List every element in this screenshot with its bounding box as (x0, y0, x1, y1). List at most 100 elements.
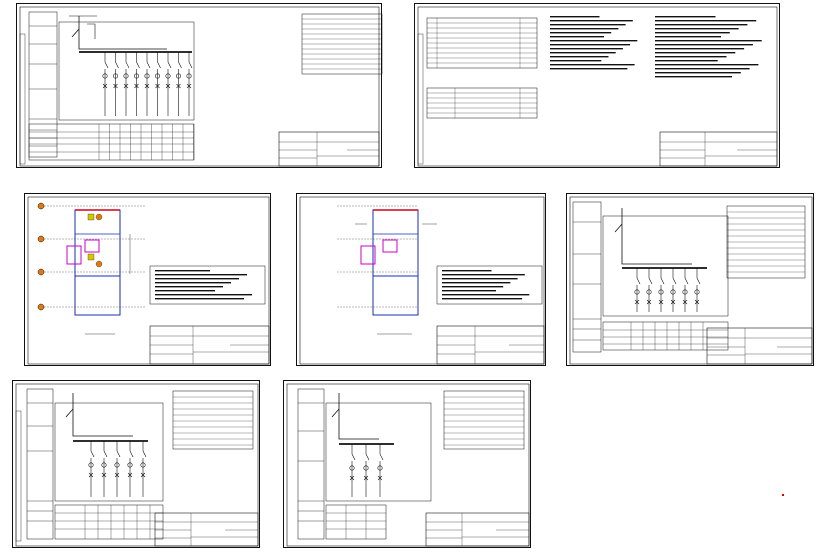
breaker-symbol (636, 277, 641, 285)
fuse-symbol (349, 475, 355, 481)
text-line (550, 32, 612, 34)
text-line (550, 60, 602, 62)
text-line (655, 64, 759, 66)
text-line (655, 60, 718, 62)
text-line (655, 36, 721, 38)
text-line (655, 48, 745, 50)
fuse-symbol (670, 299, 676, 305)
drawing-sheet-5[interactable] (566, 193, 814, 366)
meter-symbol (134, 73, 140, 79)
text-line (550, 64, 635, 66)
text-line (655, 52, 736, 54)
meter-symbol (634, 289, 640, 295)
sheet-2-drawing (417, 6, 778, 167)
drawing-sheet-4[interactable] (296, 193, 546, 366)
meter-symbol (114, 462, 120, 468)
text-line (442, 294, 530, 296)
fuse-symbol (377, 475, 383, 481)
sheet-1-drawing (19, 6, 383, 167)
text-line (550, 44, 631, 46)
meter-symbol (694, 289, 700, 295)
drawing-sheet-2[interactable] (414, 3, 780, 168)
text-line (442, 286, 504, 288)
meter-symbol (144, 73, 150, 79)
fuse-symbol (144, 83, 150, 89)
fuse-symbol (694, 299, 700, 305)
breaker-symbol (136, 61, 140, 69)
fuse-symbol (140, 472, 146, 478)
breaker-symbol (365, 453, 370, 461)
fuse-symbol (634, 299, 640, 305)
text-line (655, 44, 753, 46)
fuse-symbol (127, 472, 133, 478)
breaker-symbol (142, 450, 147, 458)
text-line (155, 286, 223, 288)
meter-symbol (102, 73, 108, 79)
breaker-symbol (696, 277, 701, 285)
meter-symbol (101, 462, 107, 468)
breaker-symbol (351, 453, 356, 461)
text-line (655, 56, 727, 58)
text-line (655, 68, 750, 70)
breaker-symbol (188, 61, 193, 69)
breaker-symbol (178, 61, 182, 69)
text-line (550, 40, 638, 42)
fuse-symbol (101, 472, 107, 478)
text-line (442, 290, 496, 292)
meter-symbol (113, 73, 119, 79)
text-line (442, 274, 525, 276)
text-line (442, 278, 518, 280)
meter-symbol (363, 465, 369, 471)
text-line (550, 48, 623, 50)
text-line (442, 270, 492, 272)
meter-symbol (658, 289, 664, 295)
sheet-7-drawing (286, 383, 530, 547)
breaker-symbol (116, 450, 121, 458)
sheet-5-drawing (569, 196, 813, 365)
fuse-symbol (176, 83, 181, 89)
sheet-6-drawing (15, 383, 259, 547)
text-line (550, 36, 604, 38)
breaker-symbol (129, 450, 134, 458)
fuse-symbol (363, 475, 369, 481)
text-line (155, 290, 215, 292)
text-line (550, 52, 616, 54)
fuse-symbol (646, 299, 652, 305)
meter-symbol (165, 73, 171, 79)
breaker-symbol (115, 61, 119, 69)
fuse-symbol (102, 83, 108, 89)
meter-symbol (127, 462, 133, 468)
text-line (655, 40, 762, 42)
breaker-symbol (672, 277, 677, 285)
meter-symbol (670, 289, 676, 295)
meter-symbol (186, 73, 192, 79)
fuse-symbol (658, 299, 664, 305)
text-line (550, 16, 600, 18)
breaker-symbol (157, 61, 161, 69)
breaker-symbol (103, 450, 108, 458)
text-line (550, 56, 609, 58)
text-line (655, 20, 757, 22)
drawing-sheet-3[interactable] (24, 193, 271, 366)
drawing-sheet-1[interactable] (16, 3, 383, 168)
fuse-symbol (113, 83, 118, 89)
text-line (550, 28, 619, 30)
breaker-symbol (104, 61, 109, 69)
red-marker-dot (782, 494, 784, 496)
sheet-4-drawing (299, 196, 545, 365)
fuse-symbol (114, 472, 120, 478)
meter-symbol (349, 465, 355, 471)
meter-symbol (155, 73, 161, 79)
meter-symbol (88, 462, 94, 468)
drawing-sheet-6[interactable] (12, 380, 260, 548)
text-line (550, 20, 633, 22)
meter-symbol (140, 462, 146, 468)
fuse-symbol (186, 83, 192, 89)
drawing-sheet-7[interactable] (283, 380, 531, 548)
sheet-3-drawing (27, 196, 270, 365)
fuse-symbol (134, 83, 139, 89)
text-line (655, 24, 748, 26)
text-line (442, 298, 523, 300)
text-line (155, 282, 231, 284)
fuse-symbol (682, 299, 688, 305)
